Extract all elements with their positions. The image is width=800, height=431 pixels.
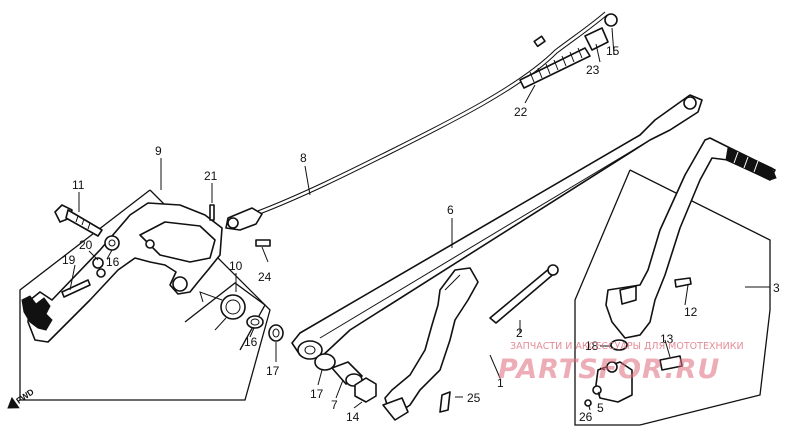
callout-26: 26 xyxy=(579,410,593,424)
brake-arm xyxy=(382,267,479,421)
callout-21: 21 xyxy=(204,169,218,183)
bolt-18 xyxy=(610,339,628,351)
rod-joint xyxy=(584,13,618,51)
callout-25: 25 xyxy=(467,391,481,405)
callout-numbers: 1 2 3 5 6 7 8 9 10 11 12 13 14 15 16 16 … xyxy=(62,44,780,424)
pedal-spring xyxy=(199,291,246,331)
brake-pedal xyxy=(21,202,223,343)
washer-4 xyxy=(606,361,618,373)
return-spring xyxy=(519,47,591,89)
pin-26 xyxy=(584,399,592,407)
nut-14 xyxy=(354,377,377,403)
pin-5 xyxy=(592,385,602,395)
nut-20 xyxy=(92,257,104,269)
nut-20b xyxy=(96,268,106,278)
watermark-caption: ЗАПЧАСТИ И АКСЕССУАРЫ ДЛЯ МОТОТЕХНИКИ xyxy=(510,341,744,352)
cotter-pin-21 xyxy=(209,204,215,221)
forward-arrow-icon xyxy=(7,396,20,409)
kick-starter-lever xyxy=(605,137,777,339)
washer-16-inner xyxy=(108,239,116,247)
callout-17b: 17 xyxy=(310,387,324,401)
callout-1: 1 xyxy=(497,376,504,390)
callout-19: 19 xyxy=(62,253,76,267)
watermark-brand: PARTSFOR.RU xyxy=(498,354,720,385)
bolt-25 xyxy=(439,391,451,413)
callout-22: 22 xyxy=(514,105,528,119)
washer-16-right-inner xyxy=(250,318,260,326)
callout-6: 6 xyxy=(447,203,454,217)
callout-20: 20 xyxy=(79,238,93,252)
brake-pedal-group-box xyxy=(19,189,271,401)
brake-rod xyxy=(225,11,608,231)
washer-17-inner xyxy=(272,328,280,338)
pin-24 xyxy=(255,239,271,247)
washer-16 xyxy=(104,235,120,251)
callout-7: 7 xyxy=(331,398,338,412)
callout-15: 15 xyxy=(606,44,620,58)
callout-24: 24 xyxy=(258,270,272,284)
callout-9: 9 xyxy=(155,144,162,158)
forward-label: FWD xyxy=(14,386,36,405)
callout-23: 23 xyxy=(586,63,600,77)
callout-3: 3 xyxy=(773,281,780,295)
callout-18: 18 xyxy=(585,339,599,353)
callout-12: 12 xyxy=(684,305,698,319)
callout-2: 2 xyxy=(516,326,523,340)
callout-16a: 16 xyxy=(106,255,120,269)
callout-13: 13 xyxy=(660,332,674,346)
bolt-2 xyxy=(489,267,557,324)
bolt-2-head xyxy=(547,264,559,276)
callout-17a: 17 xyxy=(266,364,280,378)
callout-14: 14 xyxy=(346,410,360,424)
leader-lines xyxy=(69,27,770,411)
callout-10: 10 xyxy=(229,259,243,273)
callout-11: 11 xyxy=(72,178,85,192)
washer-16-right xyxy=(246,315,264,329)
bolt-19 xyxy=(61,279,91,298)
pivot-bolt xyxy=(54,204,103,237)
pivot-13 xyxy=(659,355,683,371)
callout-5: 5 xyxy=(597,401,604,415)
washer-17 xyxy=(268,324,284,342)
bolt-12 xyxy=(674,277,692,288)
callout-16b: 16 xyxy=(244,335,258,349)
bushing-17 xyxy=(314,353,336,371)
rod-arm-6 xyxy=(291,94,703,360)
callout-8: 8 xyxy=(300,151,307,165)
kick-starter-group-box xyxy=(574,169,771,426)
